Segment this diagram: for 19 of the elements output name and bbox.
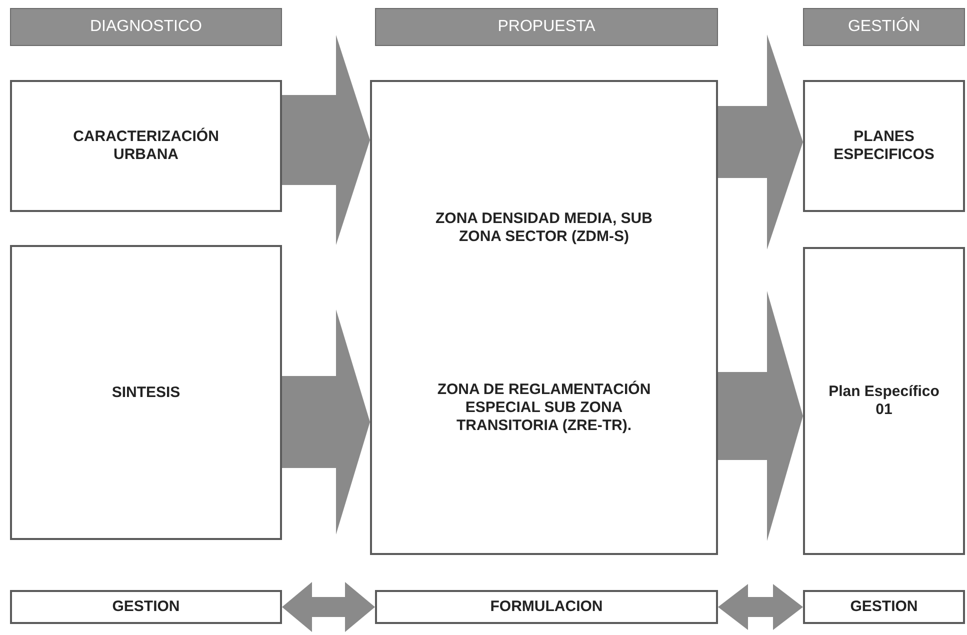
- block-arrow: [282, 310, 370, 534]
- block-arrow: [282, 35, 370, 245]
- block-arrow: [718, 291, 803, 541]
- zone-text: ZONA DENSIDAD MEDIA, SUB ZONA SECTOR (ZDM-S): [434, 210, 654, 246]
- block-arrow: [718, 34, 803, 250]
- double-arrow: [282, 582, 375, 632]
- header-bar: GESTIÓN: [803, 8, 965, 46]
- process-box: Plan Específico 01: [803, 247, 965, 555]
- process-box: GESTION: [10, 590, 282, 624]
- header-bar: DIAGNOSTICO: [10, 8, 282, 46]
- process-box: PLANES ESPECIFICOS: [803, 80, 965, 212]
- header-bar: PROPUESTA: [375, 8, 718, 46]
- process-box: SINTESIS: [10, 245, 282, 540]
- process-box: FORMULACION: [375, 590, 718, 624]
- zone-text: ZONA DE REGLAMENTACIÓN ESPECIAL SUB ZONA TRANSITORIA (ZRE-TR).: [436, 381, 652, 436]
- process-box: CARACTERIZACIÓN URBANA: [10, 80, 282, 212]
- process-box: GESTION: [803, 590, 965, 624]
- process-box: [370, 80, 718, 555]
- double-arrow: [718, 584, 803, 630]
